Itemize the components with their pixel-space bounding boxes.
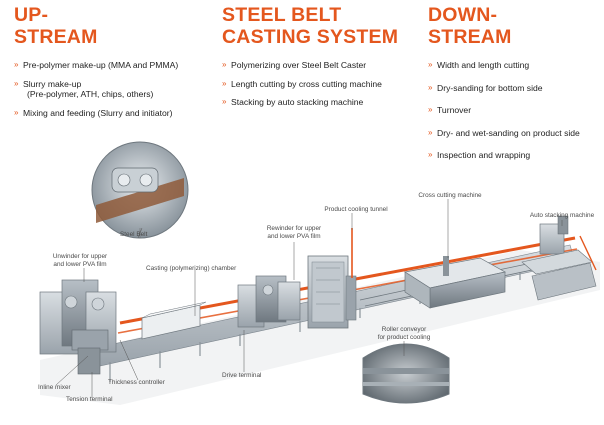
list-item-text: Stacking by auto stacking machine xyxy=(231,97,364,107)
steel-belt-zoom xyxy=(91,141,189,239)
label-cross-cutting-machine: Cross cutting machine xyxy=(418,192,482,199)
list-item-text: Turnover xyxy=(437,105,472,115)
downstream-list: » Width and length cutting » Dry-sanding f… xyxy=(428,60,580,161)
bullet-icon: » xyxy=(14,107,19,117)
label-roller-conveyor-line1: Roller conveyor xyxy=(382,326,427,333)
roller-conveyor-zoom xyxy=(362,343,450,404)
list-item: » Dry- and wet-sanding on product side xyxy=(428,128,580,139)
list-item-text: Slurry make-up xyxy=(23,78,82,89)
label-unwinder-line1: Unwinder for upper xyxy=(53,253,108,260)
upstream-column: UP- STREAM » Pre-polymer make-up (MMA and… xyxy=(14,4,214,118)
bullet-icon: » xyxy=(428,82,433,92)
bullet-icon: » xyxy=(428,105,433,114)
list-item-text: Length cutting by cross cutting machine xyxy=(231,78,382,89)
list-item-text: Mixing and feeding (Slurry and initiator… xyxy=(23,107,173,118)
product-cooling-tunnel xyxy=(307,228,357,329)
upstream-list: » Pre-polymer make-up (MMA and PMMA) » Slu… xyxy=(14,60,178,118)
list-item-text: Dry- and wet-sanding on product side xyxy=(437,127,580,138)
downstream-title: DOWN- STREAM xyxy=(428,4,604,48)
upstream-title-line2: STREAM xyxy=(14,26,98,48)
downstream-column: DOWN- STREAM » Width and length cutting »… xyxy=(428,4,604,160)
bullet-icon: » xyxy=(428,127,433,137)
bullet-icon: » xyxy=(428,60,433,69)
steel-belt-title-line2: CASTING SYSTEM xyxy=(222,26,399,48)
downstream-title-line2: STREAM xyxy=(428,26,512,48)
bullet-icon: » xyxy=(14,60,19,69)
steel-belt-column: STEEL BELT CASTING SYSTEM » Polymerizing … xyxy=(222,4,412,107)
steel-belt-list: » Polymerizing over Steel Belt Caster » Le… xyxy=(222,60,382,108)
bullet-icon: » xyxy=(14,78,19,88)
rewinder-machine xyxy=(237,275,301,328)
list-item: » Pre-polymer make-up (MMA and PMMA) xyxy=(14,60,178,71)
cross-cutting-machine xyxy=(404,256,506,309)
label-auto-stacking-machine: Auto stacking machine xyxy=(530,212,595,219)
auto-stacking-machine xyxy=(521,215,597,301)
upstream-title: UP- STREAM xyxy=(14,4,214,48)
callout-lines xyxy=(55,199,563,398)
list-item-text: Polymerizing over Steel Belt Caster xyxy=(231,60,367,70)
list-item-text: Pre-polymer make-up (MMA and PMMA) xyxy=(23,60,179,70)
list-item-text-continued: (Pre-polymer, ATH, chips, others) xyxy=(27,89,154,99)
list-item-text: Inspection and wrapping xyxy=(437,150,531,160)
label-drive-terminal: Drive terminal xyxy=(222,372,261,379)
label-rewinder-line2: and lower PVA film xyxy=(267,233,320,240)
downstream-title-line1: DOWN- xyxy=(428,4,498,26)
list-item: » Mixing and feeding (Slurry and initiato… xyxy=(14,108,178,119)
list-item: » Dry-sanding for bottom side xyxy=(428,83,580,94)
bullet-icon: » xyxy=(428,150,433,159)
bullet-icon: » xyxy=(222,60,227,69)
label-roller-conveyor-line2: for product cooling xyxy=(378,334,431,341)
list-item: » Inspection and wrapping xyxy=(428,150,580,161)
steel-belt-title-line1: STEEL BELT xyxy=(222,4,342,26)
list-item-text: Dry-sanding for bottom side xyxy=(437,82,543,93)
list-item-text: Width and length cutting xyxy=(437,60,530,70)
label-steel-belt: Steel Belt xyxy=(120,231,148,238)
list-item: » Stacking by auto stacking machine xyxy=(222,97,382,108)
bullet-icon: » xyxy=(222,78,227,88)
list-item: » Length cutting by cross cutting machine xyxy=(222,79,382,90)
label-tension-terminal: Tension terminal xyxy=(66,396,113,403)
casting-chamber xyxy=(141,301,207,340)
label-inline-mixer: Inline mixer xyxy=(38,384,72,391)
list-item: » Slurry make-up(Pre-polymer, ATH, chips,… xyxy=(14,79,178,100)
unwinder-machine xyxy=(39,279,117,375)
upstream-title-line1: UP- xyxy=(14,4,49,26)
list-item: » Turnover xyxy=(428,105,580,116)
label-casting-chamber: Casting (polymerizing) chamber xyxy=(146,265,237,272)
list-item: » Width and length cutting xyxy=(428,60,580,71)
label-rewinder-line1: Rewinder for upper xyxy=(267,225,322,232)
list-item: » Polymerizing over Steel Belt Caster xyxy=(222,60,382,71)
label-thickness-controller: Thickness controller xyxy=(108,379,166,386)
label-product-cooling-tunnel: Product cooling tunnel xyxy=(324,206,387,213)
steel-belt-title: STEEL BELT CASTING SYSTEM xyxy=(222,4,412,48)
label-unwinder-line2: and lower PVA film xyxy=(53,261,106,268)
bullet-icon: » xyxy=(222,97,227,106)
